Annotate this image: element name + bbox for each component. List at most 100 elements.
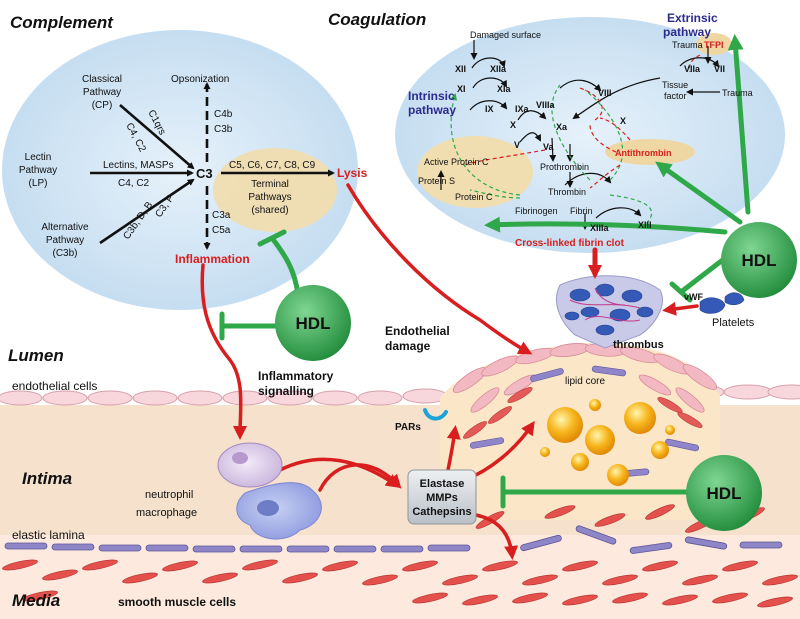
label-c4b: C4b — [214, 109, 233, 120]
label-extrinsic-2: pathway — [663, 25, 711, 39]
platelets-group — [699, 292, 745, 314]
label-c4c2-mid: C4, C2 — [118, 178, 150, 189]
label-intrinsic-1: Intrinsic — [408, 89, 455, 103]
pars-receptor — [423, 408, 448, 421]
label-macrophage: macrophage — [136, 507, 197, 519]
label-fibrin: Fibrin — [570, 206, 593, 216]
label-lysis: Lysis — [337, 166, 368, 180]
label-trauma-right: Trauma — [722, 88, 753, 98]
label-lectins-masps: Lectins, MASPs — [103, 160, 174, 171]
label-damaged-surface: Damaged surface — [470, 30, 541, 40]
label-pars: PARs — [395, 422, 421, 433]
hdl-sphere-intima — [686, 455, 762, 531]
section-intima: Intima — [22, 469, 72, 488]
label-c3b: C3b — [214, 124, 233, 135]
thrombus-shape — [556, 275, 745, 349]
label-lectin-3: (LP) — [29, 178, 48, 189]
neutrophil-nucleus — [232, 452, 248, 464]
label-prothrombin: Prothrombin — [540, 162, 589, 172]
label-xi: XI — [457, 84, 466, 94]
label-elastic-lamina: elastic lamina — [12, 528, 85, 542]
label-endothelial-damage-1: Endothelial — [385, 324, 450, 338]
label-classical-3: (CP) — [92, 100, 113, 111]
endothelial-cells — [0, 384, 800, 406]
label-xiii: XIII — [638, 220, 652, 230]
section-complement: Complement — [10, 13, 114, 32]
antithrombin-oval — [605, 139, 695, 165]
label-v: V — [514, 140, 520, 150]
label-ix: IX — [485, 104, 494, 114]
label-lectin-2: Pathway — [19, 165, 57, 176]
label-lipid-core: lipid core — [565, 376, 605, 387]
label-x-left: X — [510, 120, 516, 130]
label-inflammatory-1: Inflammatory — [258, 369, 334, 383]
label-thrombin: Thrombin — [548, 187, 586, 197]
label-platelets: Platelets — [712, 317, 755, 329]
label-classical-1: Classical — [82, 74, 122, 85]
label-tissue-factor-2: factor — [664, 91, 687, 101]
lipid-droplets — [540, 399, 675, 486]
label-tfpi: TFPI — [704, 40, 724, 50]
label-mmps: MMPs — [426, 492, 458, 504]
label-x-right: X — [620, 116, 626, 126]
label-vii: VII — [714, 64, 725, 74]
hdl-label-coagulation: HDL — [742, 251, 777, 270]
label-terminal-1: Terminal — [251, 179, 289, 190]
label-viii: VIII — [598, 88, 612, 98]
label-vwf: vWF — [684, 292, 704, 302]
label-va: Va — [543, 142, 555, 152]
label-c5-c9: C5, C6, C7, C8, C9 — [229, 160, 316, 171]
label-xiia: XIIa — [490, 64, 507, 74]
label-alternative-1: Alternative — [41, 222, 89, 233]
neutrophil-cell — [217, 442, 283, 488]
green-arrows — [219, 34, 751, 509]
feedback-dashes — [450, 54, 701, 226]
label-protein-s: Protein S — [418, 176, 455, 186]
macrophage-nucleus — [257, 500, 279, 516]
plaque — [440, 342, 720, 520]
macrophage-cell — [236, 482, 322, 540]
label-alternative-3: (C3b) — [52, 248, 77, 259]
label-viiia: VIIIa — [536, 100, 556, 110]
label-protein-c: Protein C — [455, 192, 493, 202]
tfpi-oval — [696, 33, 732, 55]
label-terminal-3: (shared) — [251, 205, 288, 216]
label-endothelial-damage-2: damage — [385, 339, 431, 353]
label-xii: XII — [455, 64, 466, 74]
label-trauma-top: Trauma — [672, 40, 703, 50]
section-coagulation: Coagulation — [328, 10, 426, 29]
hdl-label-intima: HDL — [707, 484, 742, 503]
label-xiiia: XIIIa — [590, 223, 610, 233]
label-fibrinogen: Fibrinogen — [515, 206, 558, 216]
label-xia: XIa — [497, 84, 512, 94]
section-media: Media — [12, 591, 60, 610]
enzyme-box — [407, 469, 477, 525]
label-inflammatory-2: signalling — [258, 384, 314, 398]
label-active-protein-c: Active Protein C — [424, 157, 489, 167]
label-intrinsic-2: pathway — [408, 103, 456, 117]
label-smooth-muscle: smooth muscle cells — [118, 595, 236, 609]
label-ixa: IXa — [515, 104, 530, 114]
coagulation-arrows — [437, 40, 720, 230]
section-lumen: Lumen — [8, 346, 64, 365]
elastic-lamina — [4, 525, 783, 554]
label-clot: Cross-linked fibrin clot — [515, 238, 625, 249]
label-extrinsic-1: Extrinsic — [667, 11, 718, 25]
label-terminal-2: Pathways — [248, 192, 291, 203]
terminal-pathway-oval — [213, 148, 337, 232]
label-antithrombin: Antithrombin — [615, 148, 672, 158]
label-opsonization: Opsonization — [171, 74, 229, 85]
protein-c-oval — [417, 136, 533, 208]
label-lectin-1: Lectin — [25, 152, 52, 163]
label-viia: VIIa — [684, 64, 701, 74]
coagulation-bubble — [395, 17, 785, 253]
label-tissue-factor-1: Tissue — [662, 80, 688, 90]
label-c5a: C5a — [212, 225, 231, 236]
label-elastase: Elastase — [420, 478, 465, 490]
hdl-sphere-complement — [275, 285, 351, 361]
label-cathepsins: Cathepsins — [412, 506, 471, 518]
label-endothelial-cells: endothelial cells — [12, 379, 97, 393]
label-classical-2: Pathway — [83, 87, 121, 98]
